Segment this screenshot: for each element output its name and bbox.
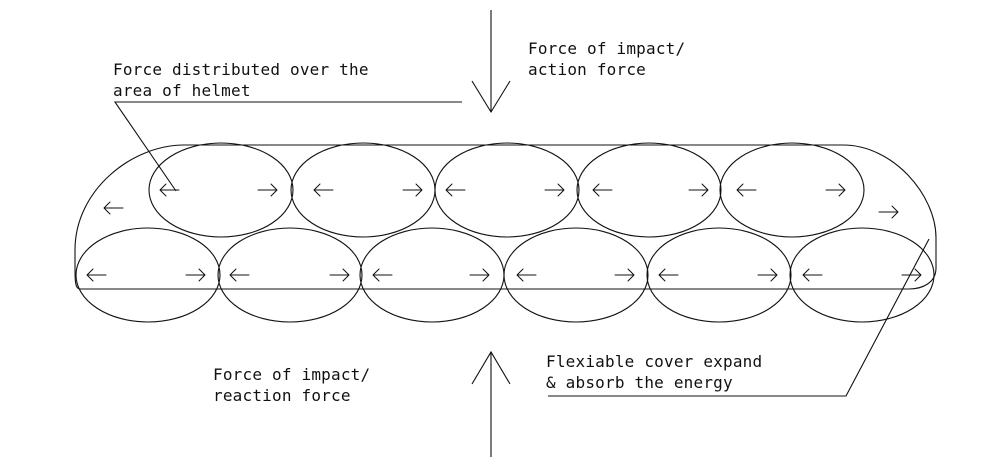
left-arrow-icon [445,183,466,197]
leader-line-flexible-cover [548,238,930,397]
label-reaction-force-line-2: reaction force [213,386,351,405]
leader-line-force-distributed [113,101,462,192]
left-arrow-icon [103,201,124,215]
label-force-distributed-line-1: Force distributed over the [113,60,369,79]
label-reaction-force-line-1: Force of impact/ [213,365,371,384]
bottom-cell [217,227,363,323]
action-force-arrow-icon [471,10,511,114]
bottom-cell [75,227,221,323]
left-arrow-icon [516,268,537,282]
label-action-force: Force of impact/ action force [528,38,685,80]
top-cell [148,142,294,238]
label-flexible-cover-line-2: & absorb the energy [546,373,733,392]
right-arrow-icon [544,183,565,197]
label-action-force-line-2: action force [528,60,646,79]
label-flexible-cover: Flexiable cover expand & absorb the ener… [546,351,762,393]
right-arrow-icon [469,268,490,282]
right-arrow-icon [257,183,278,197]
right-arrow-icon [614,268,635,282]
bottom-cell [789,227,935,323]
right-arrow-icon [185,268,206,282]
left-arrow-icon [313,183,334,197]
left-arrow-icon [229,268,250,282]
left-arrow-icon [592,183,613,197]
bottom-cell [646,227,792,323]
label-force-distributed: Force distributed over the area of helme… [113,59,369,101]
left-arrow-icon [736,183,757,197]
left-arrow-icon [658,268,679,282]
top-row-arrows [159,183,846,197]
right-arrow-icon [688,183,709,197]
right-arrow-icon [825,183,846,197]
top-cell [576,142,722,238]
right-arrow-icon [878,205,899,219]
bottom-row-arrows [86,268,922,282]
label-flexible-cover-line-1: Flexiable cover expand [546,352,763,371]
right-arrow-icon [329,268,350,282]
left-arrow-icon [86,268,107,282]
left-arrow-icon [159,183,180,197]
left-arrow-icon [802,268,823,282]
label-force-distributed-line-2: area of helmet [113,81,251,100]
reaction-force-arrow-icon [471,350,511,457]
top-cell [434,142,580,238]
label-reaction-force: Force of impact/ reaction force [213,364,370,406]
right-arrow-icon [901,268,922,282]
right-arrow-icon [402,183,423,197]
left-arrow-icon [372,268,393,282]
label-action-force-line-1: Force of impact/ [528,39,686,58]
bottom-cell [503,227,649,323]
flexible-cover-outline [74,144,937,290]
right-arrow-icon [757,268,778,282]
top-cell [719,142,865,238]
